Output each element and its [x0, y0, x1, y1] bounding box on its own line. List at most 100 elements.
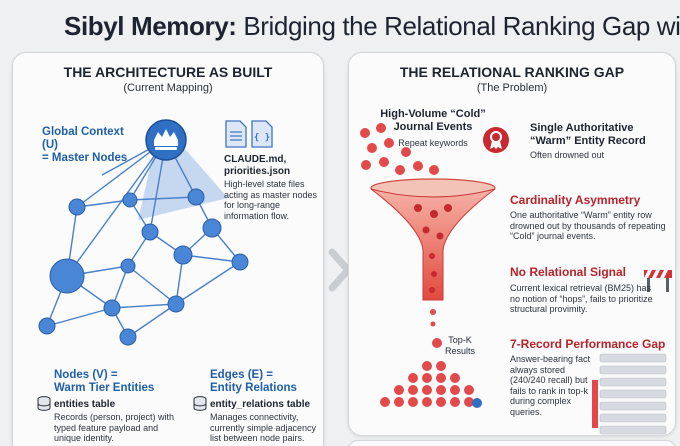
result-dot [394, 397, 404, 407]
result-dot [380, 397, 390, 407]
cold-dot [401, 147, 411, 157]
result-dot [436, 373, 446, 383]
edges-heading-line1: Edges (E) = [210, 369, 273, 381]
result-dot [408, 373, 418, 383]
graph-node [119, 328, 137, 346]
graph-node [141, 223, 159, 241]
cold-dot [376, 123, 386, 133]
funnel-dot [422, 226, 430, 234]
graph-node [202, 218, 222, 238]
cold-events-line2: Journal Events [393, 121, 473, 133]
headline-bold: Sibyl Memory: [64, 11, 237, 41]
result-dot [422, 397, 432, 407]
graph-node [49, 258, 85, 294]
global-context-line1: Global Context (U) [42, 126, 124, 151]
master-node-beam [138, 150, 228, 220]
drip-dot [430, 321, 436, 327]
cold-events-line1: High-Volume “Cold” [380, 108, 486, 120]
top-k-label: Top-K Results [437, 335, 483, 356]
result-dot [436, 385, 446, 395]
funnel-dot [436, 232, 444, 240]
result-dot [450, 397, 460, 407]
cold-dot [413, 161, 423, 171]
graph-node [103, 299, 121, 317]
architecture-title: THE ARCHITECTURE AS BUILT [63, 64, 273, 80]
architecture-panel [12, 52, 324, 446]
cold-dot [360, 128, 370, 138]
top-k-dot [432, 338, 442, 348]
results-pile [380, 361, 474, 407]
funnel-dot [429, 287, 435, 293]
database-icon [193, 396, 207, 411]
svg-text:{ }: { } [254, 133, 270, 143]
buried-warm-record-dot [472, 398, 482, 408]
nodes-heading-line1: Nodes (V) = [54, 369, 118, 381]
headline: Sibyl Memory: Bridging the Relational Ra… [64, 8, 680, 44]
result-dot [394, 385, 404, 395]
headline-rest: Bridging the Relational Ranking Gap with [236, 11, 680, 41]
top-k-line1: Top-K [448, 335, 472, 345]
award-ribbon-icon [483, 127, 509, 153]
nodes-heading-line2: Warm Tier Entities [54, 382, 155, 394]
result-dot [464, 397, 474, 407]
crown-icon [154, 129, 178, 150]
edges-heading-line2: Entity Relations [210, 382, 297, 394]
performance-gap-heading: 7-Record Performance Gap [510, 337, 666, 351]
graph-node [231, 253, 249, 271]
result-dot [408, 397, 418, 407]
cardinality-heading: Cardinality Asymmetry [510, 193, 641, 207]
result-dot [422, 361, 432, 371]
document-icon: { } [225, 120, 273, 148]
graph-node [120, 258, 136, 274]
edges-heading: Edges (E) = Entity Relations [210, 369, 320, 395]
files-title: CLAUDE.md, priorities.json [224, 154, 320, 178]
no-relational-description: Current lexical retrieval (BM25) has no … [510, 283, 653, 314]
cold-dot [379, 157, 389, 167]
result-dot [436, 397, 446, 407]
warm-record-line1: Single Authoritative [530, 122, 634, 134]
result-dot [408, 385, 418, 395]
warm-record-heading: Single Authoritative “Warm” Entity Recor… [530, 122, 670, 148]
files-title-line1: CLAUDE.md, [224, 154, 287, 165]
global-context-label: Global Context (U) = Master Nodes [42, 126, 142, 165]
ranked-list-icon [592, 353, 667, 435]
cold-dot [361, 160, 371, 170]
warm-record-line2: “Warm” Entity Record [530, 135, 646, 147]
result-dot [422, 385, 432, 395]
cold-events-heading: High-Volume “Cold” Journal Events [378, 108, 488, 134]
ranking-gap-subtitle: (The Problem) [476, 82, 548, 94]
funnel-dot [430, 210, 438, 218]
graph-node [173, 245, 193, 265]
nodes-table-name: entities table [54, 399, 116, 410]
result-dot [450, 373, 460, 383]
graph-nodes [38, 188, 249, 346]
ranking-gap-title: THE RELATIONAL RANKING GAP [399, 64, 625, 80]
database-icon [37, 396, 51, 411]
cold-dot [384, 138, 394, 148]
cold-event-dots [360, 123, 439, 175]
graph-node [38, 317, 56, 335]
roadblock-icon [644, 270, 672, 292]
performance-gap-description: Answer-bearing fact always stored (240/2… [510, 354, 591, 417]
funnel-dot [444, 204, 452, 212]
result-dot [450, 385, 460, 395]
funnel-dot [431, 271, 437, 277]
files-title-line2: priorities.json [224, 166, 291, 177]
warm-record-sub: Often drowned out [530, 150, 605, 160]
edges-table-name: entity_relations table [210, 399, 311, 410]
graph-node [68, 198, 86, 216]
no-relational-heading: No Relational Signal [510, 265, 627, 279]
graph-node [167, 295, 185, 313]
graph-node [122, 192, 138, 208]
funnel-body [370, 188, 496, 301]
drip-dot [430, 309, 436, 315]
graph-node [187, 188, 205, 206]
result-dot [422, 373, 432, 383]
global-context-line2: = Master Nodes [42, 152, 128, 164]
funnel-dot [414, 204, 422, 212]
result-dot [436, 361, 446, 371]
cold-events-sub: Repeat keywords [398, 138, 468, 148]
files-description: High-level state files acting as master … [224, 179, 318, 221]
